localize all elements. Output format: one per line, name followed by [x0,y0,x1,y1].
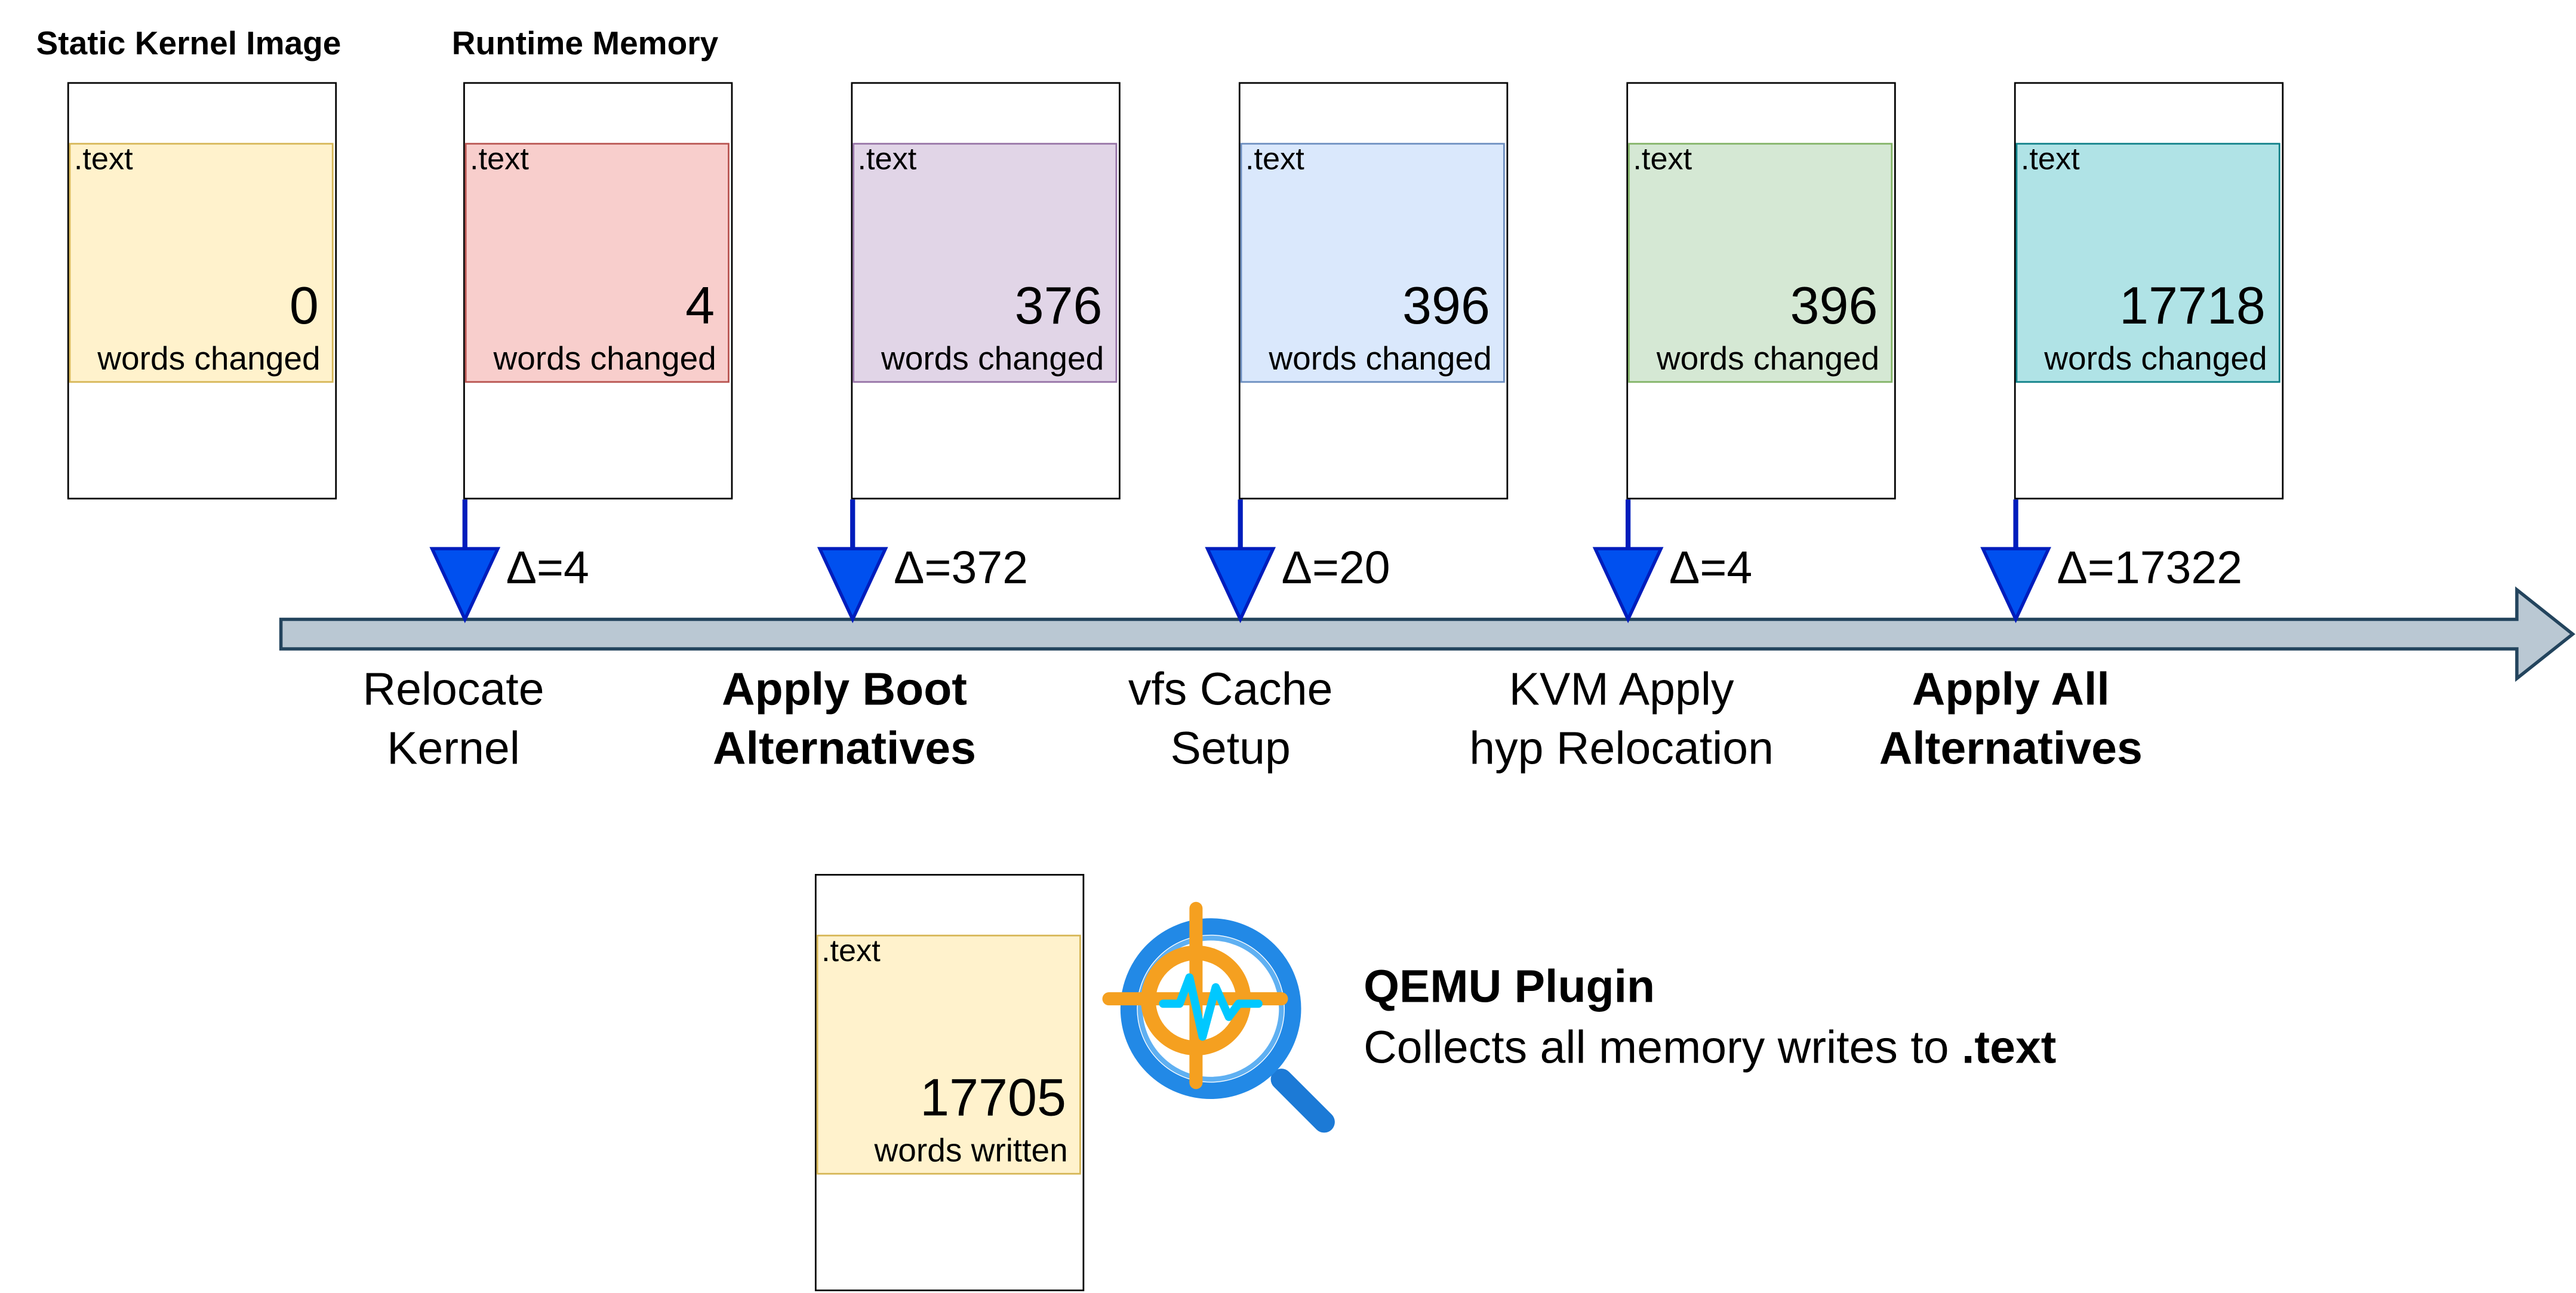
words-changed-count: 0 [289,276,319,335]
plugin-description-target: .text [1962,1021,2057,1073]
header-static-kernel-image: Static Kernel Image [36,26,341,63]
words-changed-label: words changed [1656,341,1880,378]
text-section: .text 0 words changed [69,143,334,383]
delta-label: Δ=372 [894,542,1029,593]
words-written-label: words written [874,1133,1068,1170]
plugin-description: Collects all memory writes to .text [1364,1022,2056,1075]
step-line: Alternatives [712,722,977,774]
step-line: Relocate [362,663,544,715]
memory-box-relocate: .text 4 words changed [463,82,733,500]
text-section: .text 17705 words written [816,934,1081,1175]
plugin-title: QEMU Plugin [1364,960,1655,1012]
step-kvm-apply-hyp-relocation: KVM Apply hyp Relocation [1441,660,1802,778]
section-label: .text [470,143,529,178]
delta-marker [1205,499,1276,623]
text-section: .text 396 words changed [1628,143,1893,383]
step-line: Apply Boot [722,663,967,715]
memory-box-static: .text 0 words changed [67,82,337,500]
words-changed-label: words changed [2044,341,2267,378]
delta-marker [1592,499,1664,623]
text-section: .text 376 words changed [852,143,1118,383]
text-section: .text 17718 words changed [2015,143,2280,383]
header-runtime-memory: Runtime Memory [451,26,719,63]
words-changed-count: 4 [685,276,715,335]
text-section: .text 4 words changed [464,143,730,383]
delta-marker [429,499,501,623]
step-line: vfs Cache [1128,663,1333,715]
section-label: .text [821,934,881,969]
section-label: .text [73,143,133,178]
step-line: Kernel [387,722,520,774]
words-changed-count: 396 [1790,276,1878,335]
step-line: Setup [1170,722,1291,774]
memory-box-plugin: .text 17705 words written [814,874,1085,1291]
section-label: .text [1245,143,1304,178]
delta-marker [817,499,888,623]
memory-box-kvm-hyp: .text 396 words changed [1626,82,1896,500]
step-line: Alternatives [1879,722,2143,774]
delta-label: Δ=20 [1281,542,1390,593]
delta-label: Δ=17322 [2057,542,2243,593]
delta-label: Δ=4 [1669,542,1753,593]
words-changed-label: words changed [493,341,716,378]
words-changed-count: 396 [1402,276,1490,335]
section-label: .text [1633,143,1692,178]
delta-label: Δ=4 [506,542,589,593]
plugin-description-text: Collects all memory writes to [1364,1021,1962,1073]
step-line: Apply All [1912,663,2110,715]
step-vfs-cache-setup: vfs Cache Setup [1050,660,1411,778]
words-written-count: 17705 [920,1067,1066,1127]
magnifier-waveform-icon [1102,901,1335,1133]
words-changed-label: words changed [97,341,321,378]
words-changed-label: words changed [881,341,1104,378]
timeline-arrow [279,586,2575,682]
step-line: KVM Apply [1509,663,1734,715]
words-changed-count: 17718 [2119,276,2266,335]
step-apply-boot-alternatives: Apply Boot Alternatives [664,660,1025,778]
text-section: .text 396 words changed [1240,143,1505,383]
step-apply-all-alternatives: Apply All Alternatives [1830,660,2192,778]
step-relocate-kernel: Relocate Kernel [273,660,634,778]
words-changed-label: words changed [1269,341,1492,378]
section-label: .text [2020,143,2080,178]
memory-box-all-alternatives: .text 17718 words changed [2014,82,2284,500]
memory-box-boot-alternatives: .text 376 words changed [851,82,1121,500]
section-label: .text [857,143,917,178]
delta-marker [1980,499,2051,623]
words-changed-count: 376 [1014,276,1103,335]
memory-box-vfs-cache: .text 396 words changed [1238,82,1509,500]
step-line: hyp Relocation [1469,722,1774,774]
